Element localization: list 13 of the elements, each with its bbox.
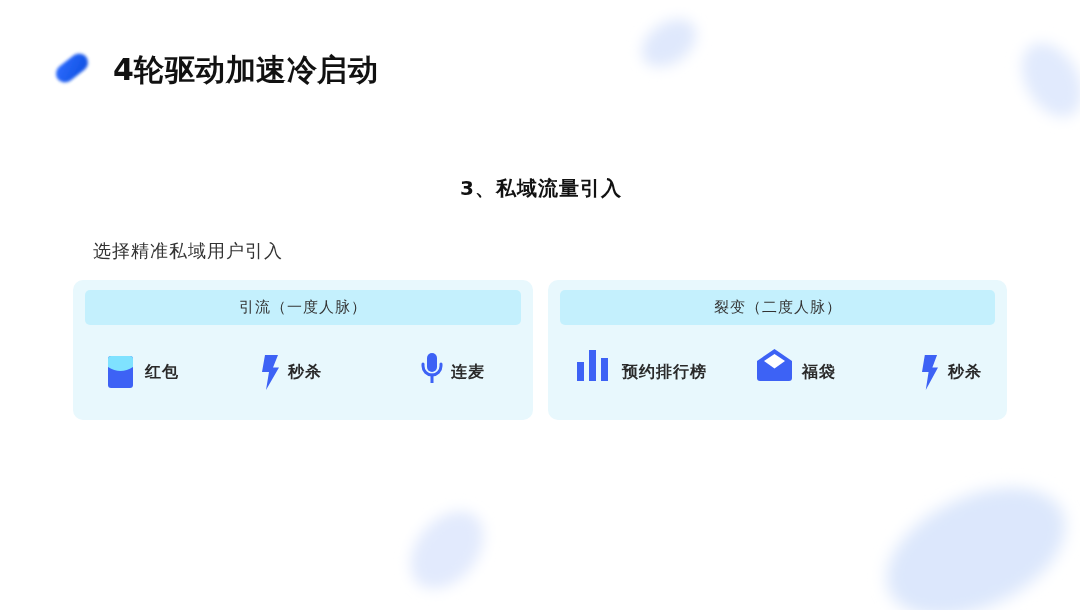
panel-card xyxy=(73,280,533,420)
item-label: 秒杀 xyxy=(288,361,322,383)
item-label: 红包 xyxy=(145,361,179,383)
page-title: 4轮驱动加速冷启动 xyxy=(113,51,379,89)
item-label: 预约排行榜 xyxy=(622,361,707,383)
panel-card xyxy=(548,280,1007,420)
header-band: 引流（一度人脉） xyxy=(85,290,521,325)
item-label: 连麦 xyxy=(451,361,485,383)
item-label: 福袋 xyxy=(802,361,836,383)
section-heading: 3、私域流量引入 xyxy=(460,175,622,202)
item-label: 秒杀 xyxy=(948,361,982,383)
subtitle: 选择精准私域用户引入 xyxy=(93,239,283,263)
header-band: 裂变（二度人脉） xyxy=(560,290,995,325)
